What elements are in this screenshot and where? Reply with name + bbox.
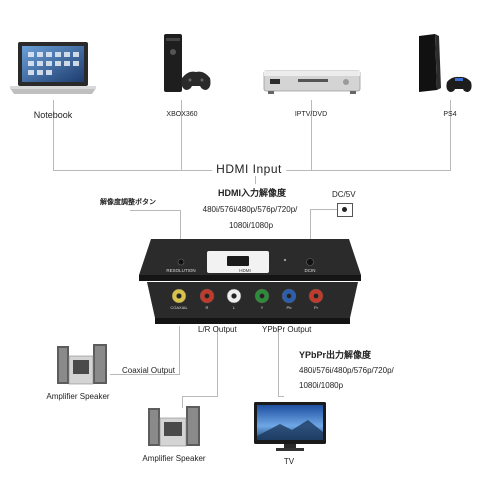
converter-box-rear	[147, 282, 358, 324]
ypbpr-cable-line	[278, 326, 279, 396]
iptv-dvd-label: IPTV/DVD	[294, 111, 328, 118]
notebook-icon	[10, 42, 96, 94]
rear-l-label: L	[232, 305, 236, 310]
ps4-icon	[419, 34, 472, 92]
lr-cable-line	[182, 396, 183, 408]
panel-resolution-label: RESOLUTION	[166, 268, 196, 273]
speaker-icon	[148, 406, 200, 447]
connector-line	[255, 170, 256, 184]
callout-line	[310, 209, 337, 210]
hdmi-resolution-line2: 1080i/1080p	[228, 221, 274, 230]
ypbpr-resolution-title: YPbPr出力解像度	[299, 350, 372, 360]
lr-output-label: L/R Output	[198, 325, 237, 334]
callout-line	[180, 210, 181, 262]
converter-box-front	[139, 239, 361, 281]
amplifier-speaker-label-1: Amplifier Speaker	[46, 392, 110, 401]
ypbpr-cable-line	[278, 396, 284, 397]
tv-label: TV	[283, 457, 295, 466]
connector-line	[181, 100, 182, 170]
resolution-button-label: 解像度調整ボタン	[100, 199, 156, 206]
amplifier-speaker-label-2: Amplifier Speaker	[142, 454, 206, 463]
rear-coaxial-label: COAXIAL	[170, 305, 188, 310]
rear-r-label: R	[205, 305, 209, 310]
rear-pb-label: Pb	[286, 305, 292, 310]
connector-line	[53, 100, 54, 170]
dc-5v-label: DC/5V	[332, 190, 356, 199]
lr-cable-line	[182, 396, 218, 397]
tv-icon	[254, 402, 326, 451]
rear-pr-label: Pr	[314, 305, 318, 310]
xbox360-label: XBOX360	[166, 111, 198, 118]
ps4-label: PS4	[443, 111, 457, 118]
callout-line	[130, 210, 180, 211]
rear-y-label: Y	[260, 305, 264, 310]
hdmi-input-label: HDMI Input	[212, 162, 286, 176]
dc-jack-icon	[337, 203, 353, 217]
coaxial-cable-line	[179, 326, 180, 374]
hdmi-resolution-line1: 480i/576i/480p/576p/720p/	[202, 205, 298, 214]
lr-cable-line	[217, 326, 218, 396]
connector-line	[311, 100, 312, 170]
connector-line	[450, 100, 451, 170]
ypbpr-resolution-line2: 1080i/1080p	[299, 381, 344, 390]
callout-line	[310, 209, 311, 262]
notebook-label: Notebook	[33, 110, 73, 120]
coaxial-output-label: Coaxial Output	[122, 366, 175, 375]
panel-dcin-label: DCIN	[304, 268, 316, 273]
xbox360-icon	[164, 34, 211, 92]
panel-hdmi-label: HDMI	[239, 268, 251, 273]
hdmi-resolution-title: HDMI入力解像度	[218, 188, 286, 198]
coaxial-cable-line	[110, 374, 180, 375]
ypbpr-resolution-line1: 480i/576i/480p/576p/720p/	[299, 366, 394, 375]
dvd-player-icon	[263, 70, 361, 94]
speaker-icon	[57, 344, 107, 385]
ypbpr-output-label: YPbPr Output	[262, 325, 312, 334]
